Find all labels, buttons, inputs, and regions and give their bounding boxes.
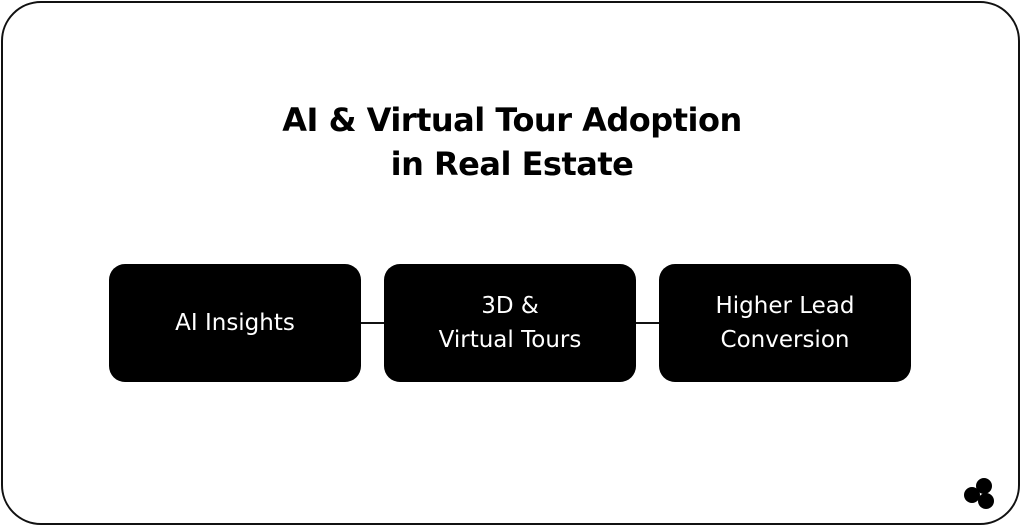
connector-2-3	[636, 322, 659, 324]
three-circles-logo-icon	[964, 478, 994, 509]
node-lead-conversion: Higher Lead Conversion	[659, 264, 911, 382]
diagram-title: AI & Virtual Tour Adoption in Real Estat…	[0, 98, 1024, 186]
title-line-1: AI & Virtual Tour Adoption	[282, 101, 742, 139]
node-virtual-tours: 3D & Virtual Tours	[384, 264, 636, 382]
connector-1-2	[361, 322, 384, 324]
title-line-2: in Real Estate	[390, 145, 634, 183]
node-ai-insights: AI Insights	[109, 264, 361, 382]
